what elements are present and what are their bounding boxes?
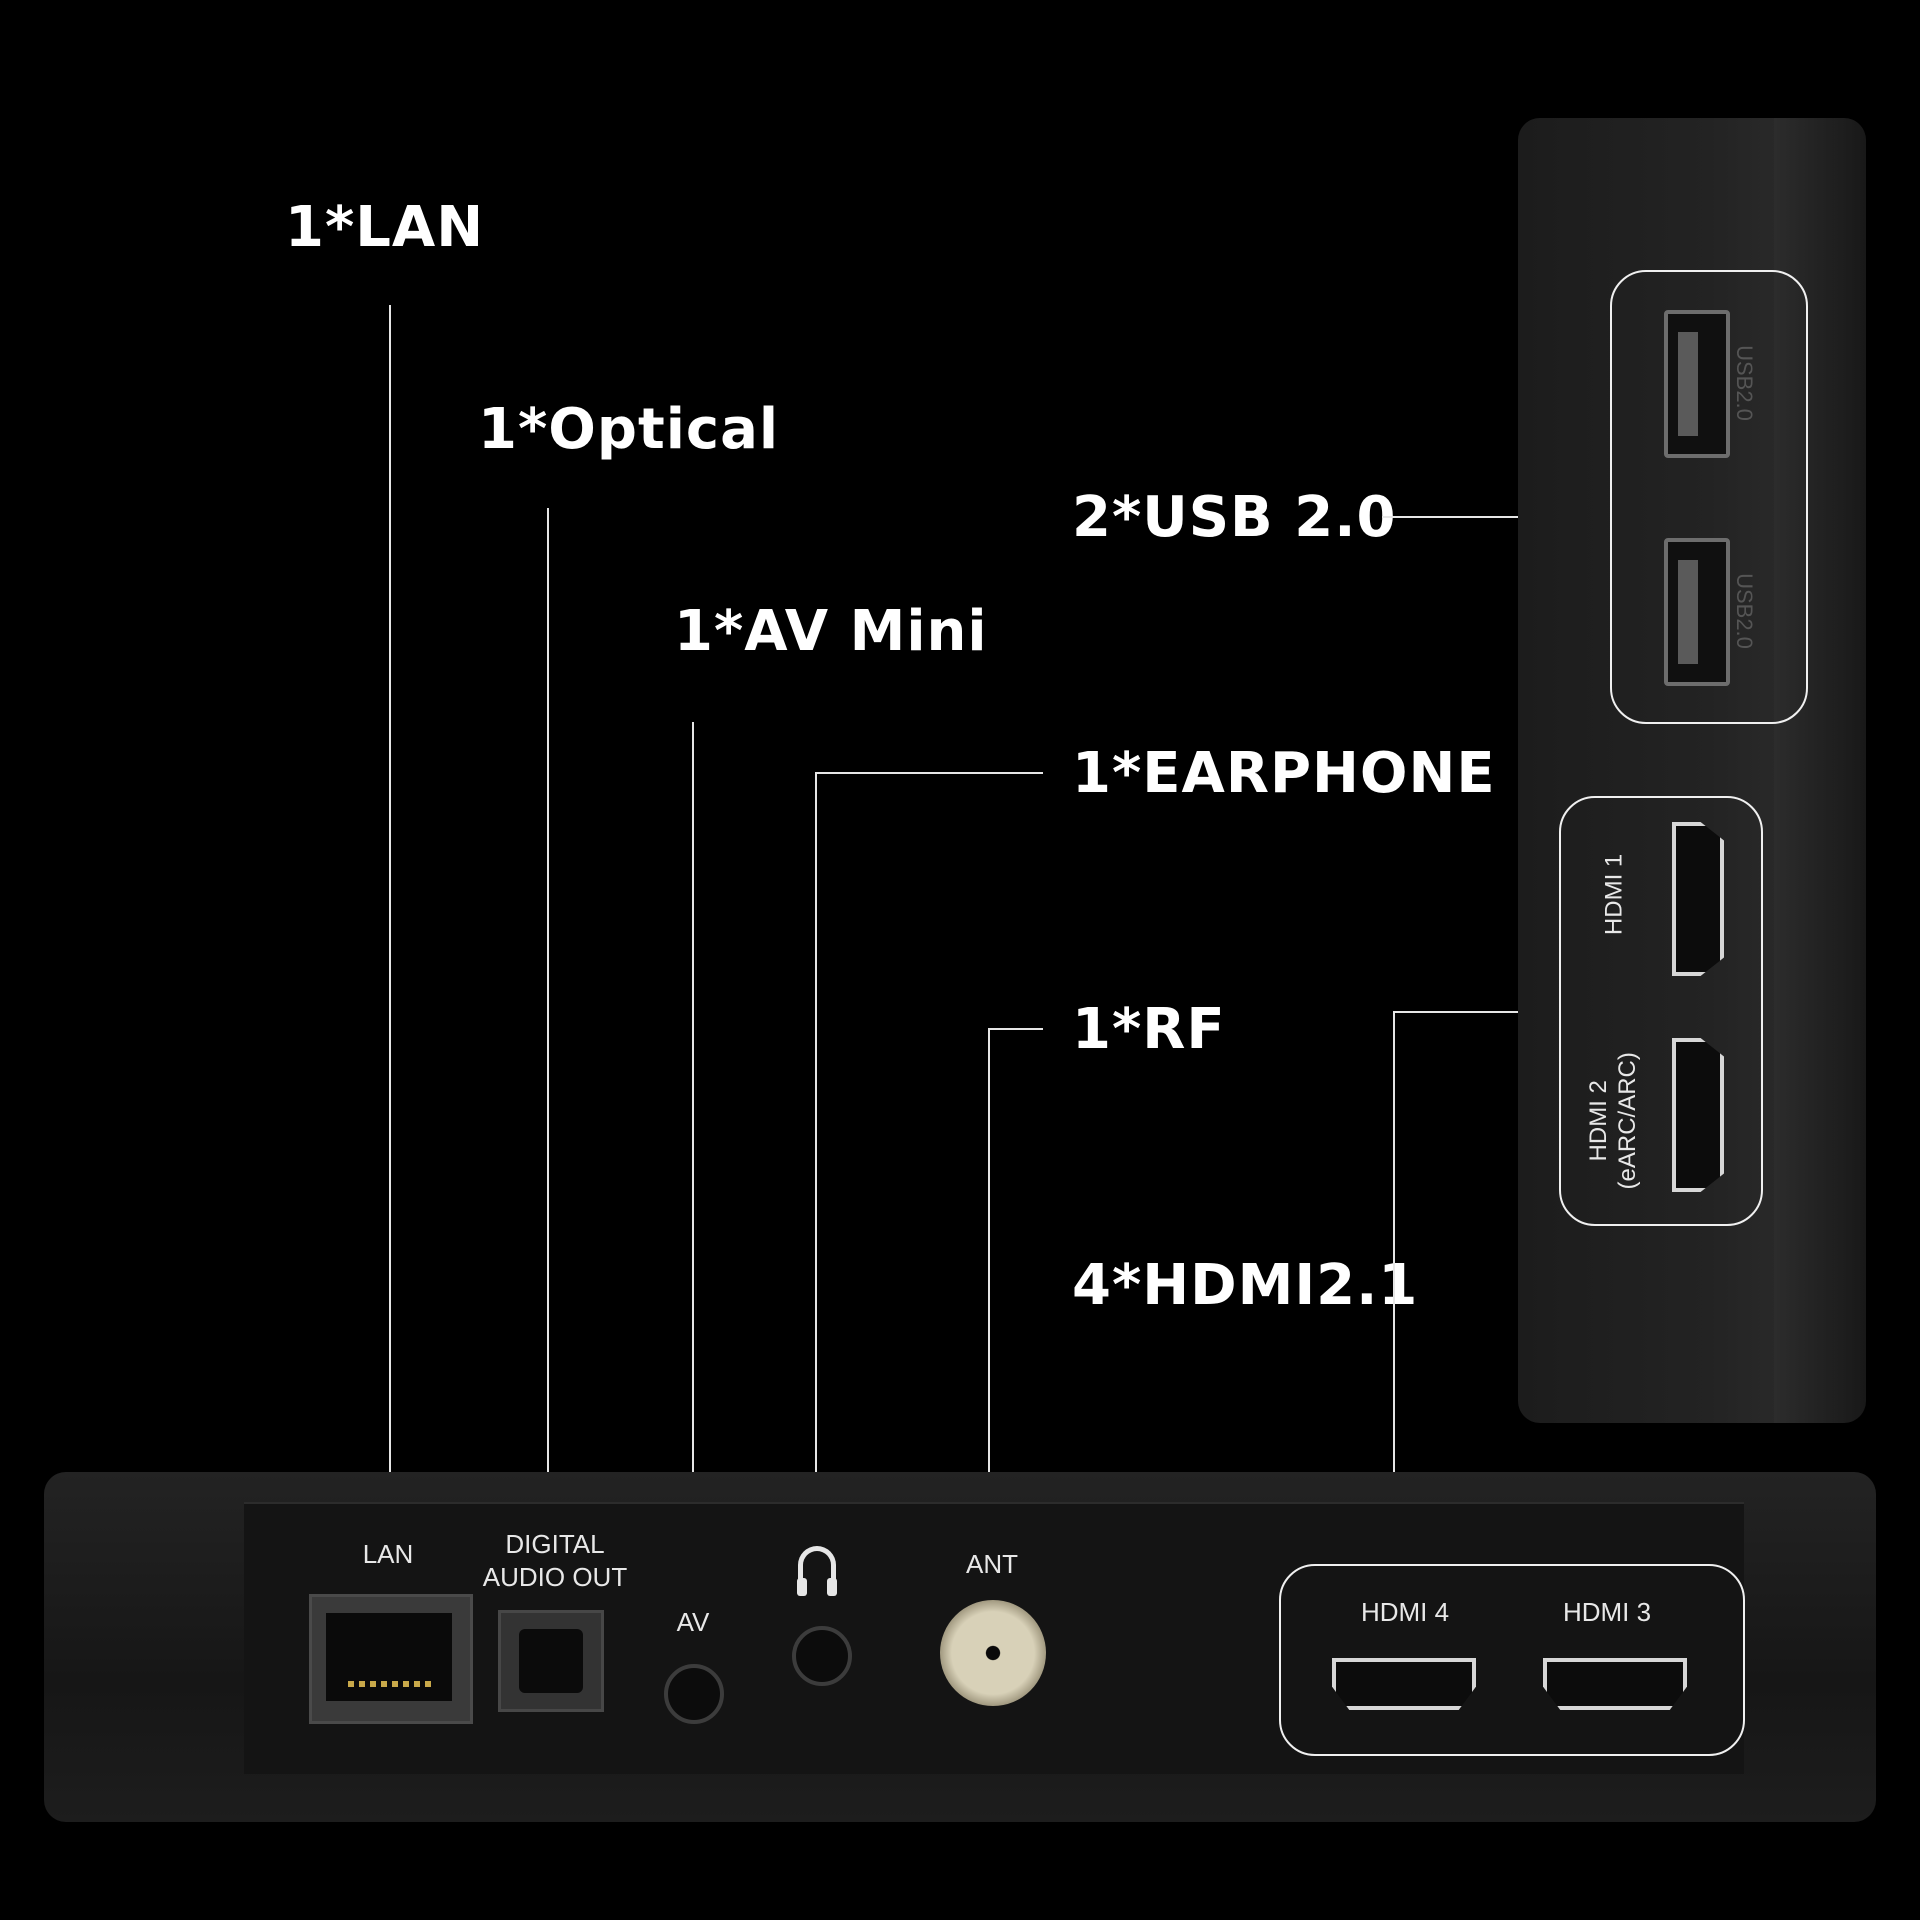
hdmi2-label-line2: (eARC/ARC) — [1614, 1052, 1641, 1190]
leader-line-earphone-v — [815, 772, 817, 1473]
usb-port-icon — [1664, 538, 1730, 686]
digital-audio-out-label: DIGITAL AUDIO OUT — [470, 1528, 640, 1593]
usb-highlight-frame — [1610, 270, 1808, 724]
side-hdmi-highlight-frame — [1559, 796, 1763, 1226]
rj45-port-icon — [309, 1594, 473, 1724]
leader-line-av — [692, 722, 694, 1473]
callout-rf: 1*RF — [1072, 997, 1226, 1062]
coax-port-icon — [940, 1600, 1046, 1706]
hdmi3-label: HDMI 3 — [1562, 1597, 1652, 1627]
callout-lan: 1*LAN — [285, 195, 485, 260]
leader-line-lan — [389, 305, 391, 1473]
leader-line-usb — [1382, 516, 1610, 518]
hdmi2-label: HDMI 2 (eARC/ARC) — [1585, 1041, 1643, 1201]
side-panel-bezel — [1774, 118, 1834, 1423]
hdmi-port-icon — [1543, 1658, 1687, 1710]
callout-usb: 2*USB 2.0 — [1072, 485, 1397, 550]
hdmi1-label: HDMI 1 — [1600, 853, 1628, 936]
optical-port-icon — [498, 1610, 604, 1712]
hdmi-port-icon — [1332, 1658, 1476, 1710]
callout-hdmi: 4*HDMI2.1 — [1072, 1253, 1419, 1318]
usb-port-tag: USB2.0 — [1731, 573, 1757, 649]
usb-port-tag: USB2.0 — [1731, 345, 1757, 421]
av-jack-icon — [664, 1664, 724, 1724]
lan-label: LAN — [362, 1539, 414, 1569]
digital-audio-out-line1: DIGITAL — [505, 1529, 605, 1559]
rear-hdmi-highlight-frame — [1279, 1564, 1745, 1756]
ant-label: ANT — [966, 1549, 1018, 1579]
hdmi-port-icon — [1672, 1038, 1724, 1192]
earphone-jack-icon — [792, 1626, 852, 1686]
callout-av-mini: 1*AV Mini — [674, 599, 988, 664]
headphone-icon — [797, 1546, 837, 1596]
hdmi-port-icon — [1672, 822, 1724, 976]
callout-optical: 1*Optical — [478, 397, 780, 462]
hdmi2-label-line1: HDMI 2 — [1585, 1080, 1613, 1162]
leader-line-optical — [547, 508, 549, 1473]
leader-line-earphone-h — [815, 772, 1043, 774]
digital-audio-out-line2: AUDIO OUT — [482, 1561, 628, 1592]
av-label: AV — [676, 1607, 710, 1637]
leader-line-rf-h — [988, 1028, 1043, 1030]
leader-line-hdmi-h — [1393, 1011, 1559, 1013]
leader-line-hdmi-v — [1393, 1011, 1395, 1564]
hdmi4-label: HDMI 4 — [1360, 1597, 1450, 1627]
leader-line-rf-v — [988, 1028, 990, 1473]
usb-port-icon — [1664, 310, 1730, 458]
callout-earphone: 1*EARPHONE — [1072, 741, 1496, 806]
